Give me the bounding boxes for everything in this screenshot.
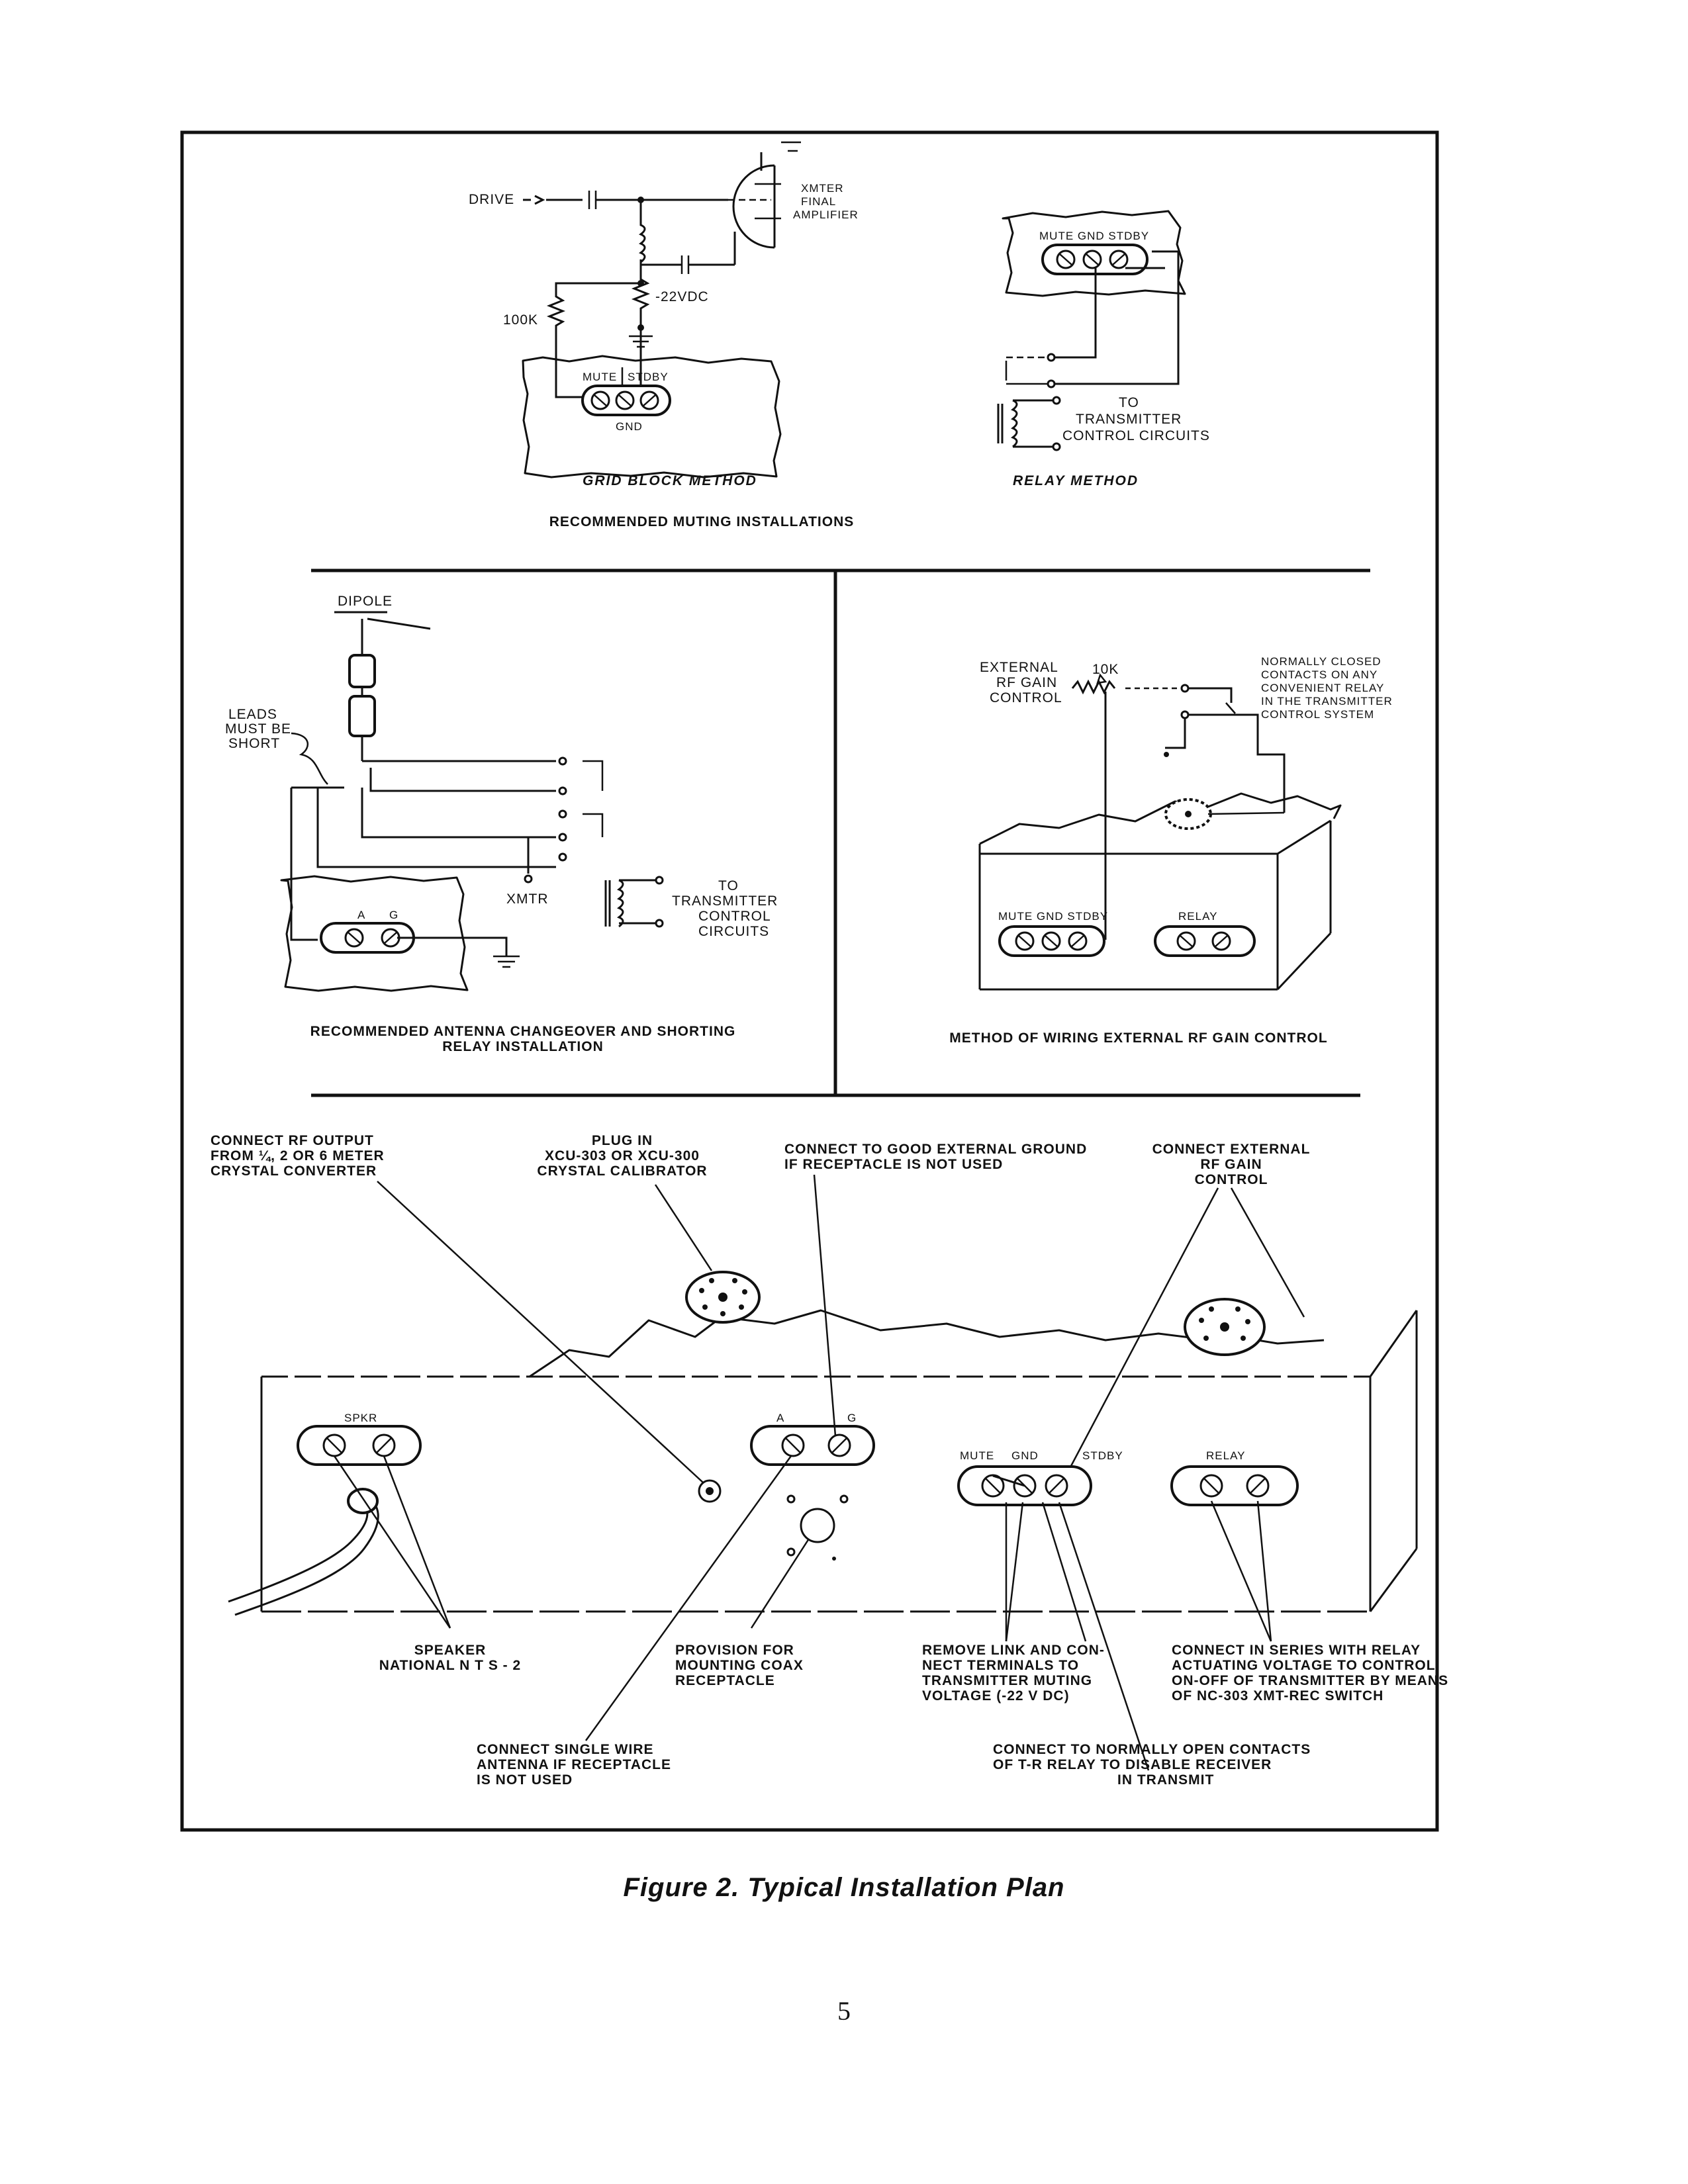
ext-gain-line3: CONTROL xyxy=(1195,1172,1268,1187)
figure-caption: Figure 2. Typical Installation Plan xyxy=(623,1873,1065,1902)
coax-line1: PROVISION FOR xyxy=(675,1643,794,1658)
single-wire-line1: CONNECT SINGLE WIRE xyxy=(477,1742,654,1757)
leads-label-line2: MUST BE xyxy=(225,721,291,737)
leads-label-line3: SHORT xyxy=(228,736,280,751)
antenna-changeover-diagram: DIPOLE LEADS MUST BE SHORT XMTR xyxy=(225,594,778,1054)
resistor-100k-label: 100K xyxy=(503,312,538,328)
single-wire-line3: IS NOT USED xyxy=(477,1772,573,1788)
spkr-label: SPKR xyxy=(344,1412,377,1424)
muting-section-title: RECOMMENDED MUTING INSTALLATIONS xyxy=(549,514,855,529)
plug-in-line1: PLUG IN xyxy=(592,1133,653,1148)
series-line3: ON-OFF OF TRANSMITTER BY MEANS xyxy=(1172,1673,1448,1688)
relay-control-line3: CONTROL CIRCUITS xyxy=(1062,428,1210,443)
speaker-line1: SPEAKER xyxy=(414,1643,487,1658)
antenna-control-line1: TO xyxy=(718,878,739,893)
xmtr-final-amp-line2: FINAL xyxy=(801,195,836,208)
link-line1: REMOVE LINK AND CON- xyxy=(922,1643,1105,1658)
contacts-note-line5: CONTROL SYSTEM xyxy=(1261,708,1374,721)
grid-mute-terminal-label: MUTE xyxy=(583,371,617,383)
rf-gain-title: METHOD OF WIRING EXTERNAL RF GAIN CONTRO… xyxy=(949,1030,1327,1046)
grid-block-method-diagram: DRIVE XMTER FINAL AMPLIFIER -22VDC xyxy=(469,141,859,488)
contacts-note-line4: IN THE TRANSMITTER xyxy=(1261,695,1393,707)
rear-mute-label: MUTE xyxy=(960,1449,994,1462)
normally-open-line1: CONNECT TO NORMALLY OPEN CONTACTS xyxy=(993,1742,1311,1757)
contacts-note-line2: CONTACTS ON ANY xyxy=(1261,668,1378,681)
antenna-terminal-g: G xyxy=(389,909,399,921)
relay-control-line2: TRANSMITTER xyxy=(1076,412,1182,427)
rf-strip-right-label: RELAY xyxy=(1178,910,1218,923)
xmtr-final-amp-line3: AMPLIFIER xyxy=(793,208,859,221)
rf-gain-label-line3: CONTROL xyxy=(990,690,1062,705)
series-line2: ACTUATING VOLTAGE TO CONTROL xyxy=(1172,1658,1436,1673)
antenna-title-line2: RELAY INSTALLATION xyxy=(442,1039,604,1054)
plug-in-line2: XCU-303 OR XCU-300 xyxy=(545,1148,700,1163)
antenna-control-line3: CONTROL xyxy=(698,909,771,924)
rf-gain-label-line1: EXTERNAL xyxy=(980,660,1058,675)
rf-output-line2: FROM ¼, 2 OR 6 METER xyxy=(211,1148,385,1163)
ground-note-line2: IF RECEPTACLE IS NOT USED xyxy=(784,1157,1003,1172)
link-line3: TRANSMITTER MUTING xyxy=(922,1673,1092,1688)
antenna-control-line4: CIRCUITS xyxy=(698,924,769,939)
plug-in-line3: CRYSTAL CALIBRATOR xyxy=(537,1163,707,1179)
link-line2: NECT TERMINALS TO xyxy=(922,1658,1079,1673)
contacts-note-line3: CONVENIENT RELAY xyxy=(1261,682,1384,694)
antenna-terminal-a: A xyxy=(357,909,365,921)
contacts-note-line1: NORMALLY CLOSED xyxy=(1261,655,1382,668)
link-line4: VOLTAGE (-22 V DC) xyxy=(922,1688,1070,1704)
ext-gain-line2: RF GAIN xyxy=(1200,1157,1262,1172)
grid-gnd-terminal-label: GND xyxy=(616,420,643,433)
relay-control-line1: TO xyxy=(1119,395,1139,410)
rf-output-line1: CONNECT RF OUTPUT xyxy=(211,1133,374,1148)
series-line1: CONNECT IN SERIES WITH RELAY xyxy=(1172,1643,1421,1658)
relay-method-diagram: MUTE GND STDBY TO TRANSMITTER CONTROL CI… xyxy=(997,210,1210,488)
rf-gain-wiring-diagram: EXTERNAL RF GAIN CONTROL 10K NORMALLY CL… xyxy=(949,655,1393,1046)
rf-gain-resistor-label: 10K xyxy=(1092,662,1119,677)
grid-stdby-terminal-label: STDBY xyxy=(628,371,669,383)
antenna-g-label: G xyxy=(847,1412,857,1424)
coax-line2: MOUNTING COAX xyxy=(675,1658,804,1673)
coax-line3: RECEPTACLE xyxy=(675,1673,775,1688)
single-wire-line2: ANTENNA IF RECEPTACLE xyxy=(477,1757,671,1772)
drive-label: DRIVE xyxy=(469,192,514,207)
ext-gain-line1: CONNECT EXTERNAL xyxy=(1152,1142,1311,1157)
relay-method-title: RELAY METHOD xyxy=(1013,473,1139,488)
speaker-line2: NATIONAL N T S - 2 xyxy=(379,1658,521,1673)
xmtr-final-amp-line1: XMTER xyxy=(801,182,844,195)
rear-relay-label: RELAY xyxy=(1206,1449,1246,1462)
rear-stdby-label: STDBY xyxy=(1082,1449,1123,1462)
rf-gain-label-line2: RF GAIN xyxy=(996,675,1057,690)
antenna-a-label: A xyxy=(776,1412,784,1424)
antenna-title-line1: RECOMMENDED ANTENNA CHANGEOVER AND SHORT… xyxy=(310,1024,736,1039)
xmtr-label: XMTR xyxy=(506,891,549,907)
rear-view-diagram: CONNECT RF OUTPUT FROM ¼, 2 OR 6 METER C… xyxy=(211,1133,1448,1788)
page-number: 5 xyxy=(837,1996,851,2026)
grid-block-method-title: GRID BLOCK METHOD xyxy=(583,473,757,488)
rf-strip-left-label: MUTE GND STDBY xyxy=(998,910,1108,923)
figure-frame xyxy=(180,130,1439,1832)
leads-label-line1: LEADS xyxy=(228,707,277,722)
dipole-label: DIPOLE xyxy=(338,594,393,609)
normally-open-line3: IN TRANSMIT xyxy=(1117,1772,1214,1788)
ground-note-line1: CONNECT TO GOOD EXTERNAL GROUND xyxy=(784,1142,1087,1157)
bias-voltage-label: -22VDC xyxy=(655,289,709,304)
rear-gnd-label: GND xyxy=(1011,1449,1039,1462)
relay-strip-label: MUTE GND STDBY xyxy=(1039,230,1149,242)
antenna-control-line2: TRANSMITTER xyxy=(672,893,778,909)
normally-open-line2: OF T-R RELAY TO DISABLE RECEIVER xyxy=(993,1757,1272,1772)
rf-output-line3: CRYSTAL CONVERTER xyxy=(211,1163,377,1179)
series-line4: OF NC-303 XMT-REC SWITCH xyxy=(1172,1688,1383,1704)
